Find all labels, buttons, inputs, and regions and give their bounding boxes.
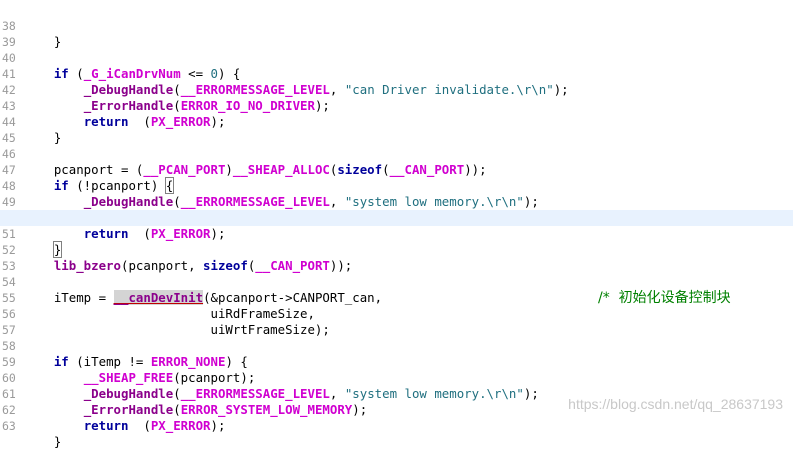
code-text: _DebugHandle(__ERRORMESSAGE_LEVEL, "syst… (83, 194, 539, 209)
code-line-43[interactable]: 43 return (PX_ERROR); (0, 82, 793, 129)
line-number: 42 (2, 83, 16, 97)
code-line-47[interactable]: 47 if (!pcanport) { (0, 146, 793, 194)
code-line-60[interactable]: 60 _DebugHandle(__ERRORMESSAGE_LEVEL, "s… (0, 354, 793, 401)
line-number: 39 (2, 35, 16, 49)
line-number: 57 (2, 323, 16, 337)
line-number: 46 (2, 147, 16, 161)
watermark: https://blog.csdn.net/qq_28637193 (568, 396, 783, 412)
code-line-56[interactable]: 56 uiWrtFrameSize); /* 初始化设备控制块 (0, 290, 793, 337)
code-line-39[interactable]: 39 (0, 18, 793, 49)
code-line-51-current[interactable]: 51 } (0, 210, 793, 258)
code-text: return (PX_ERROR); (83, 226, 226, 241)
line-number: 45 (2, 131, 16, 145)
line-number: 53 (2, 259, 16, 273)
code-text: if (!pcanport) { (53, 177, 175, 194)
code-line-48[interactable]: 48 _DebugHandle(__ERRORMESSAGE_LEVEL, "s… (0, 162, 793, 209)
code-text: _DebugHandle(__ERRORMESSAGE_LEVEL, "can … (83, 82, 569, 97)
code-text: return (PX_ERROR); (83, 418, 226, 433)
line-number: 43 (2, 99, 16, 113)
line-number: 62 (2, 403, 16, 417)
line-number: 41 (2, 67, 16, 81)
line-number: 40 (2, 51, 16, 65)
code-line-45[interactable]: 45 (0, 114, 793, 145)
code-text: _DebugHandle(__ERRORMESSAGE_LEVEL, "syst… (83, 386, 539, 401)
code-text: return (PX_ERROR); (83, 114, 226, 129)
code-editor[interactable]: 38 } 39 40 if (_G_iCanDrvNum <= 0) { 41 … (0, 0, 793, 449)
code-line-55[interactable]: 55 uiRdFrameSize, (0, 274, 793, 321)
code-line-59[interactable]: 59 __SHEAP_FREE(pcanport); (0, 338, 793, 385)
line-number: 44 (2, 115, 16, 129)
line-number: 38 (2, 19, 16, 33)
code-line-49[interactable]: 49 _ErrorHandle(ERROR_SYSTEM_LOW_MEMORY)… (0, 178, 793, 225)
code-line-50[interactable]: 50 return (PX_ERROR); (0, 194, 793, 241)
code-line-40[interactable]: 40 if (_G_iCanDrvNum <= 0) { (0, 34, 793, 81)
line-number: 58 (2, 339, 16, 353)
line-number: 55 (2, 291, 16, 305)
code-line-57[interactable]: 57 (0, 306, 793, 337)
code-line-44[interactable]: 44 } (0, 98, 793, 145)
code-text: } (24, 34, 62, 49)
line-number: 59 (2, 355, 16, 369)
code-text: _ErrorHandle(ERROR_IO_NO_DRIVER); (83, 98, 330, 113)
line-number: 49 (2, 195, 16, 209)
line-number: 51 (2, 227, 16, 241)
line-number: 60 (2, 371, 16, 385)
code-text: __SHEAP_FREE(pcanport); (83, 370, 256, 385)
code-line-53[interactable]: 53 (0, 242, 793, 273)
code-text: if (_G_iCanDrvNum <= 0) { (53, 66, 241, 81)
code-text: } (24, 434, 62, 449)
code-text: pcanport = (__PCAN_PORT)__SHEAP_ALLOC(si… (24, 162, 487, 177)
code-line-46[interactable]: 46 pcanport = (__PCAN_PORT)__SHEAP_ALLOC… (0, 130, 793, 177)
code-line-54[interactable]: 54 iTemp = __canDevInit(&pcanport->CANPO… (0, 258, 793, 305)
code-text: _ErrorHandle(ERROR_SYSTEM_LOW_MEMORY); (83, 402, 368, 417)
code-line-52[interactable]: 52 lib_bzero(pcanport, sizeof(__CAN_PORT… (0, 226, 793, 273)
code-text: if (iTemp != ERROR_NONE) { (53, 354, 248, 369)
line-number: 48 (2, 179, 16, 193)
line-number: 52 (2, 243, 16, 257)
code-line-38[interactable]: 38 } (0, 2, 793, 49)
line-number: 54 (2, 275, 16, 289)
code-text: uiWrtFrameSize); (24, 322, 330, 337)
code-line-58[interactable]: 58 if (iTemp != ERROR_NONE) { (0, 322, 793, 369)
code-comment: /* 初始化设备控制块 (598, 290, 731, 306)
code-text: lib_bzero(pcanport, sizeof(__CAN_PORT)); (53, 258, 353, 273)
code-text: uiRdFrameSize, (24, 306, 315, 321)
line-number: 61 (2, 387, 16, 401)
line-number: 56 (2, 307, 16, 321)
line-number: 63 (2, 419, 16, 433)
code-text: } (52, 241, 63, 258)
code-line-42[interactable]: 42 _ErrorHandle(ERROR_IO_NO_DRIVER); (0, 66, 793, 113)
line-number: 47 (2, 163, 16, 177)
code-text: } (24, 130, 62, 145)
code-text: iTemp = __canDevInit(&pcanport->CANPORT_… (24, 290, 383, 305)
code-line-61[interactable]: 61 _ErrorHandle(ERROR_SYSTEM_LOW_MEMORY)… (0, 370, 793, 417)
code-line-41[interactable]: 41 _DebugHandle(__ERRORMESSAGE_LEVEL, "c… (0, 50, 793, 97)
